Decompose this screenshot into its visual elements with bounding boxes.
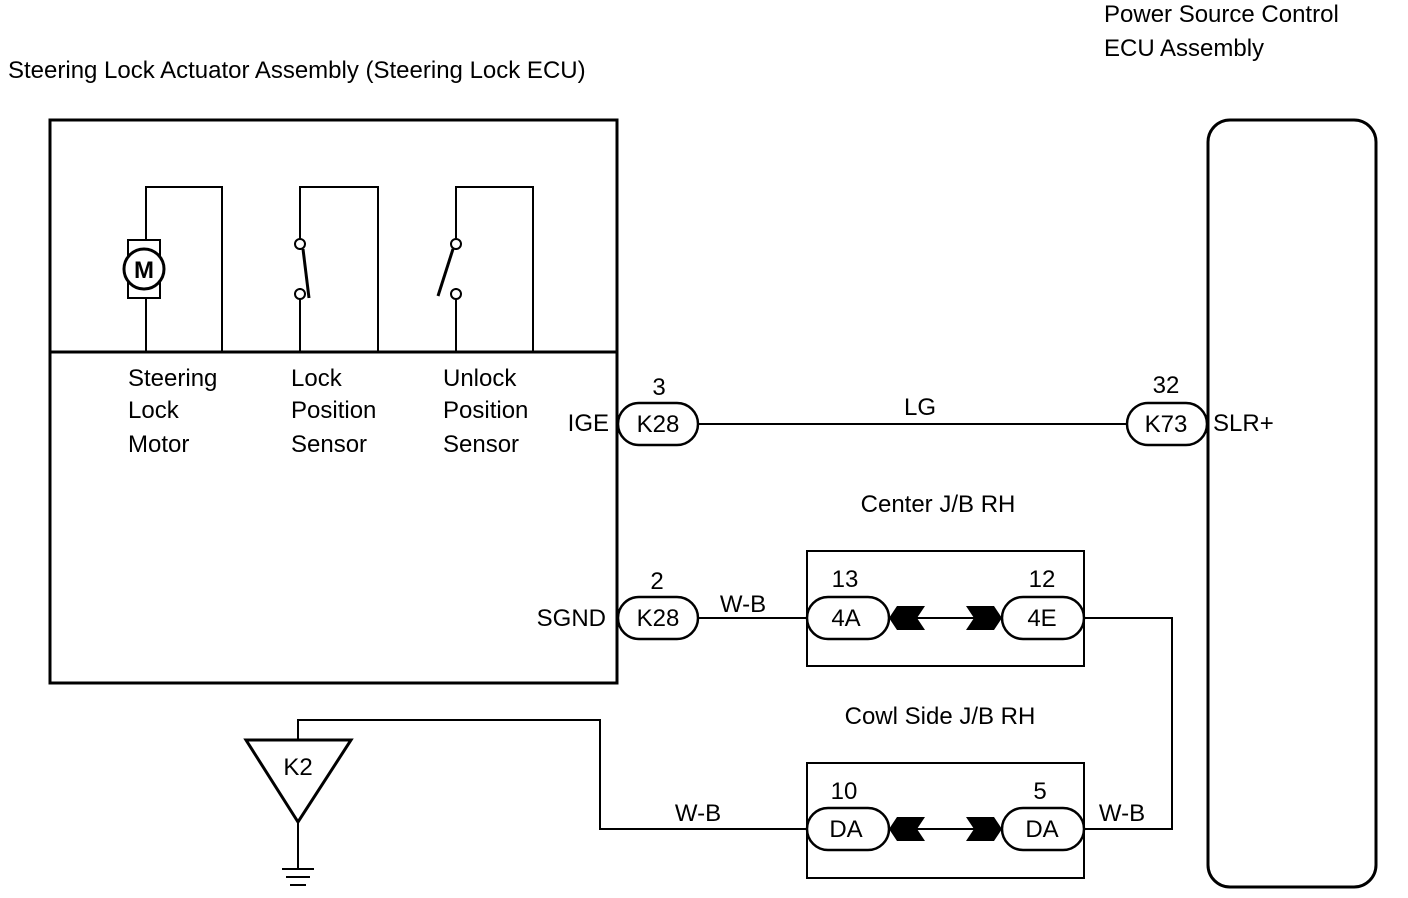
svg-text:12: 12 bbox=[1029, 566, 1056, 593]
unlock-position-sensor-switch-icon bbox=[436, 186, 534, 352]
svg-text:4A: 4A bbox=[831, 605, 860, 632]
wb-wire-label-3: W-B bbox=[1099, 800, 1145, 827]
lock-position-sensor-switch-icon bbox=[294, 186, 379, 352]
slr-signal-label: SLR+ bbox=[1213, 410, 1274, 437]
wb-wire-jb-link bbox=[1084, 617, 1173, 830]
svg-text:4E: 4E bbox=[1027, 605, 1056, 632]
motor-symbol: M bbox=[134, 257, 154, 284]
right-component-title-line2: ECU Assembly bbox=[1104, 35, 1264, 62]
sgnd-signal-label: SGND bbox=[537, 605, 606, 632]
wb-wire-label-1: W-B bbox=[720, 591, 766, 618]
svg-text:DA: DA bbox=[1025, 816, 1058, 843]
connector-4e-pin12: 4E 12 bbox=[1000, 566, 1086, 641]
motor-label: Steering Lock Motor bbox=[128, 365, 224, 458]
lg-wire-label: LG bbox=[904, 394, 936, 421]
unlock-sensor-label: Unlock Position Sensor bbox=[443, 365, 535, 458]
wb-wire-ground bbox=[297, 719, 807, 830]
svg-text:13: 13 bbox=[832, 566, 859, 593]
connector-k73-pin32: K73 32 bbox=[1125, 372, 1209, 447]
svg-text:3: 3 bbox=[652, 374, 665, 401]
svg-text:DA: DA bbox=[829, 816, 862, 843]
ground-point-label: K2 bbox=[283, 754, 312, 781]
right-component-title-line1: Power Source Control bbox=[1104, 1, 1339, 28]
ground-icon bbox=[282, 868, 314, 886]
power-source-control-ecu-box bbox=[1206, 118, 1378, 889]
connector-da-pin10: DA 10 bbox=[805, 778, 891, 852]
left-component-title: Steering Lock Actuator Assembly (Steerin… bbox=[8, 57, 586, 84]
cowl-jb-label: Cowl Side J/B RH bbox=[845, 703, 1036, 730]
connector-k28-pin3: K28 3 bbox=[616, 374, 700, 447]
svg-text:2: 2 bbox=[650, 568, 663, 595]
svg-text:K28: K28 bbox=[637, 605, 680, 632]
cowl-jb-internal-link bbox=[889, 817, 1002, 841]
center-jb-internal-link bbox=[889, 606, 1002, 630]
connector-4a-pin13: 4A 13 bbox=[805, 566, 891, 641]
connector-k28-pin2: K28 2 bbox=[616, 568, 700, 641]
steering-lock-actuator-box bbox=[48, 118, 619, 685]
center-jb-box bbox=[806, 550, 1085, 667]
connector-da-pin5: DA 5 bbox=[1000, 778, 1086, 852]
svg-text:5: 5 bbox=[1033, 778, 1046, 805]
ige-signal-label: IGE bbox=[568, 410, 609, 437]
svg-text:K73: K73 bbox=[1145, 411, 1188, 438]
ground-point-k2: K2 bbox=[243, 738, 354, 868]
svg-text:32: 32 bbox=[1153, 372, 1180, 399]
steering-lock-motor-icon: M bbox=[122, 186, 223, 352]
wb-wire-label-2: W-B bbox=[675, 800, 721, 827]
center-jb-label: Center J/B RH bbox=[861, 491, 1016, 518]
svg-text:10: 10 bbox=[831, 778, 858, 805]
cowl-jb-box bbox=[806, 762, 1085, 879]
lock-sensor-label: Lock Position Sensor bbox=[291, 365, 383, 458]
svg-text:K28: K28 bbox=[637, 411, 680, 438]
